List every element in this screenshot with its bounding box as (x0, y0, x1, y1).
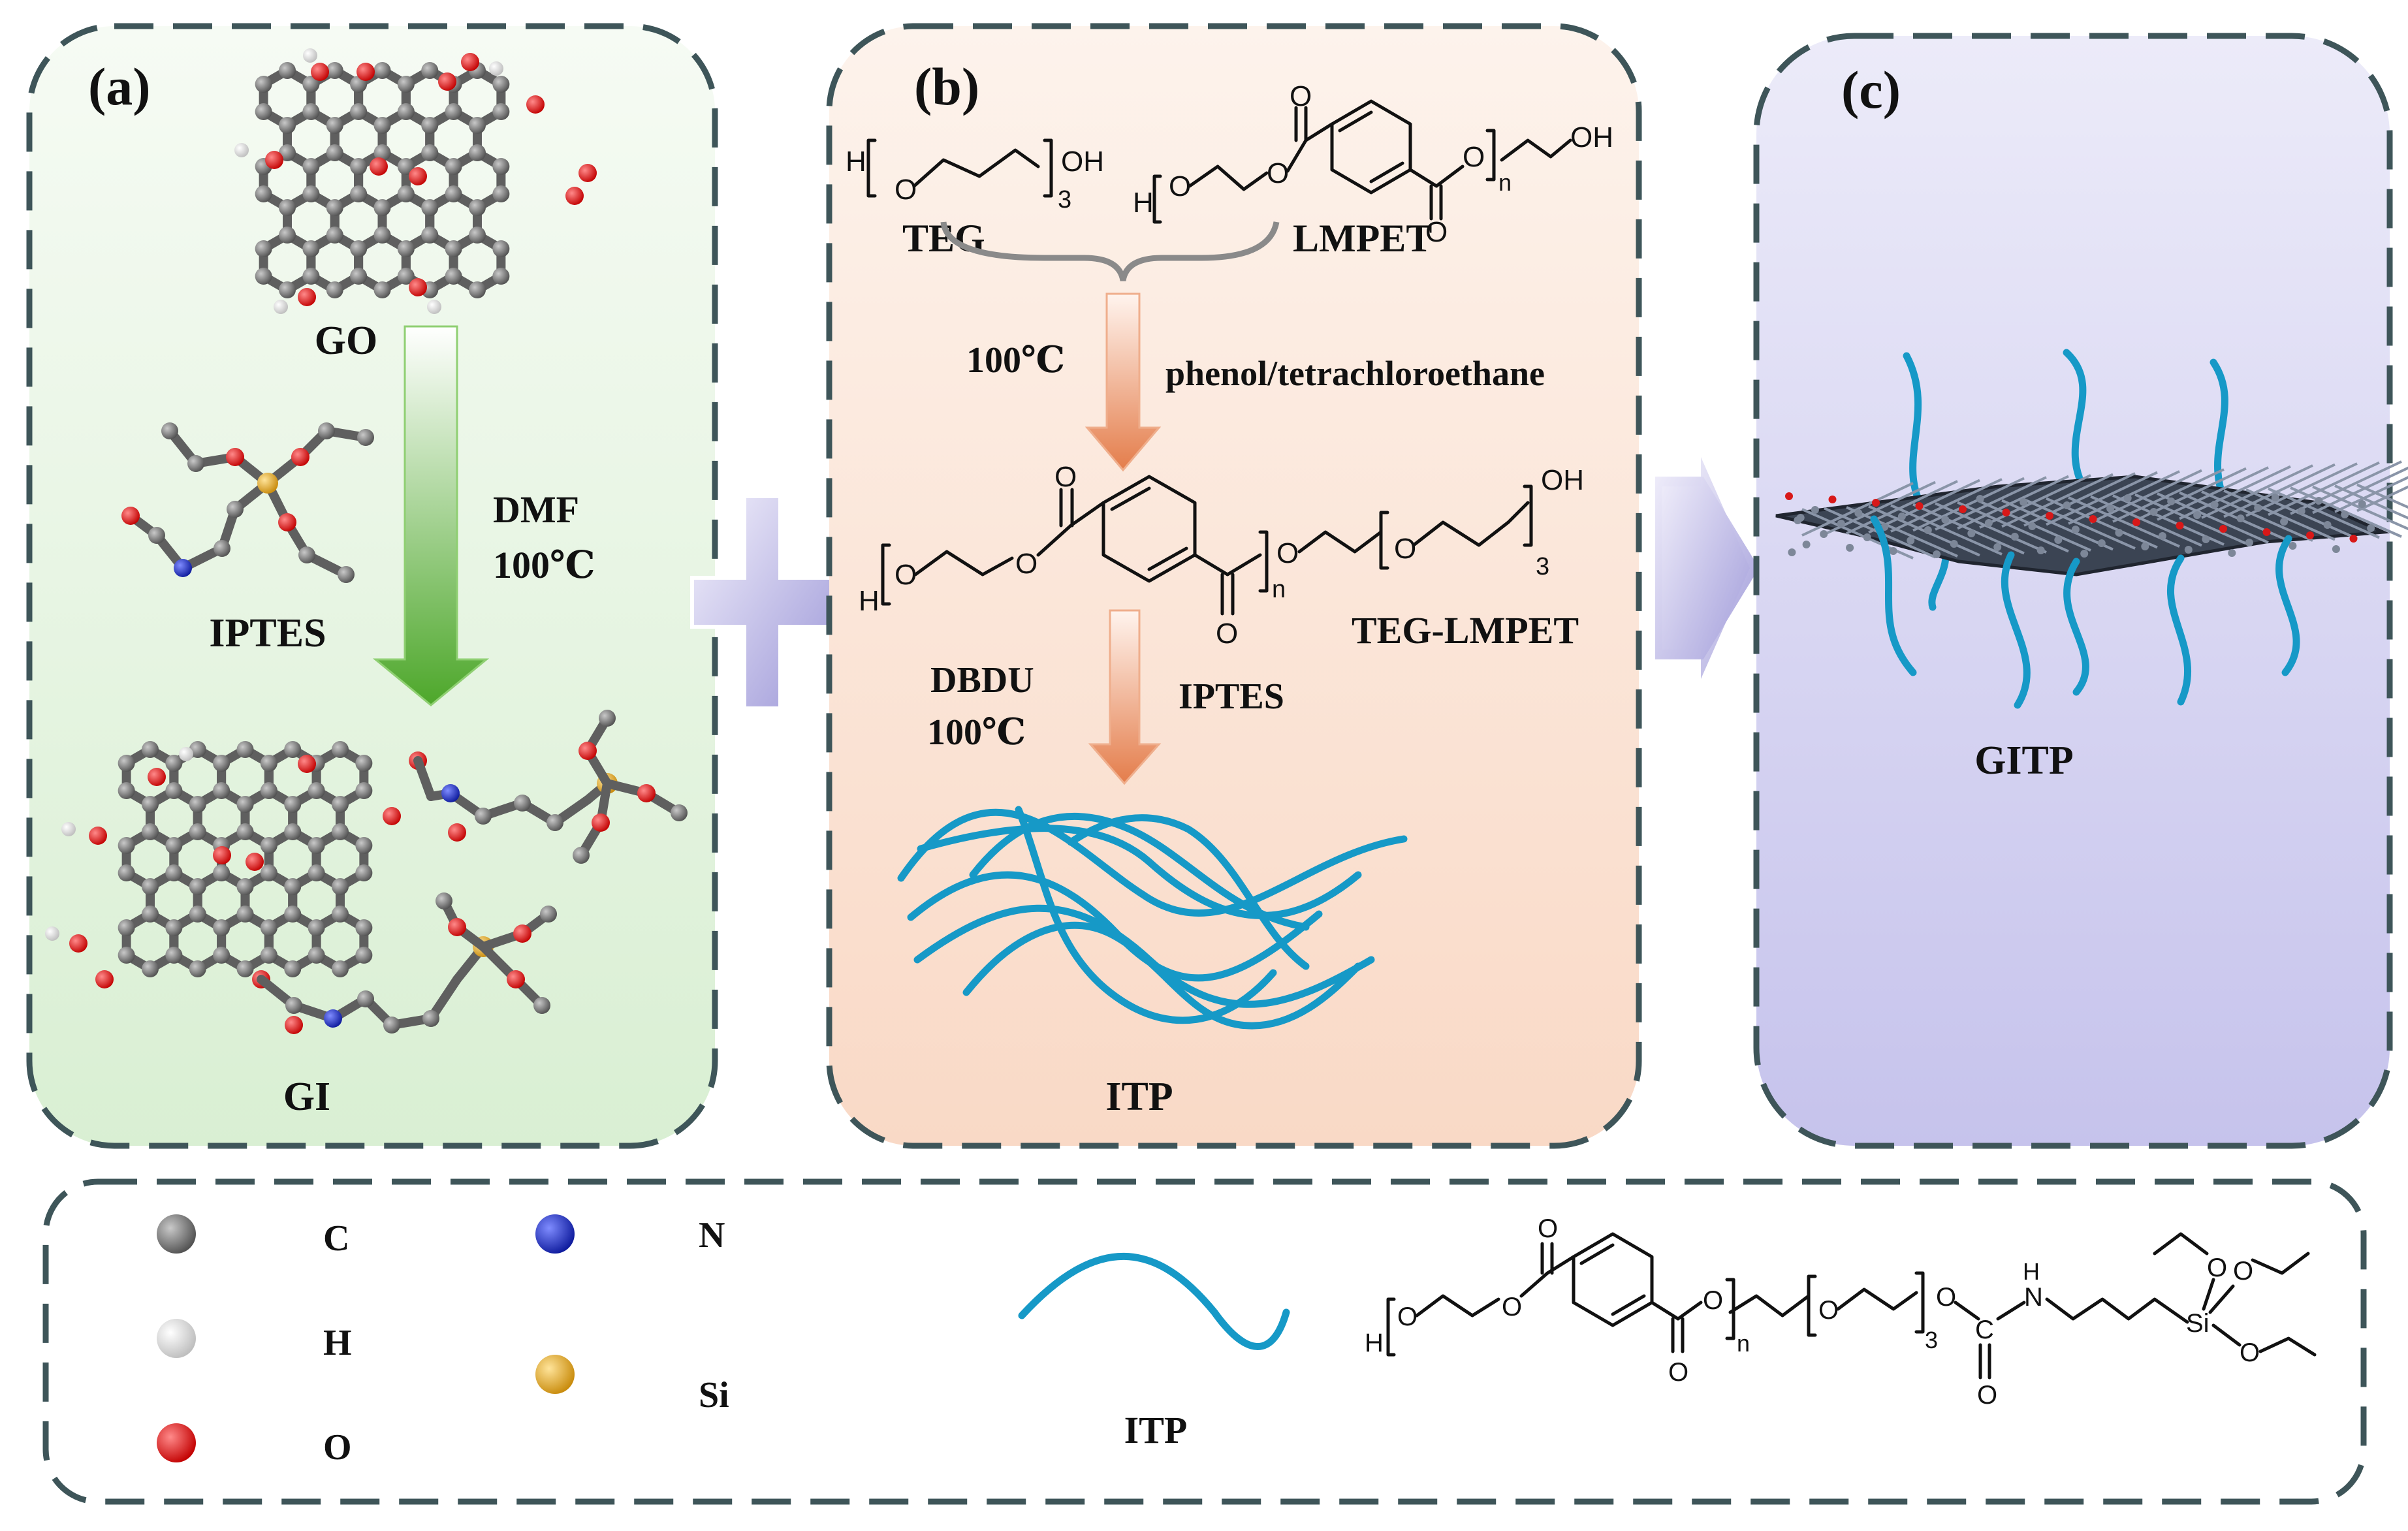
itp-o11: O (2240, 1338, 2260, 1367)
lmpet-oh: OH (1570, 121, 1613, 153)
reactant-brace (940, 221, 1280, 281)
tl-o3: O (1054, 461, 1077, 493)
teg-lmpet-structure: H O O O O n O O 3 OH (859, 461, 1584, 650)
panel-c-tag: (c) (1841, 60, 1901, 119)
carbon-atom-icon (157, 1214, 196, 1254)
teg-o: O (895, 174, 917, 206)
itp-wave-icon (1018, 1252, 1290, 1350)
itp-o4: O (1668, 1358, 1688, 1387)
catalyst-temperature: 100℃ (927, 712, 1026, 753)
down-arrow-icon (1085, 292, 1162, 472)
itp-o2: O (1502, 1293, 1522, 1321)
tl-oh: OH (1541, 464, 1584, 496)
tl-o2: O (1015, 548, 1038, 580)
lmpet-label: LMPET (1293, 217, 1432, 260)
go-molecule (234, 48, 597, 314)
legend: C H O N Si ITP H O O (42, 1178, 2367, 1505)
tl-subscript-n: n (1272, 576, 1286, 603)
itp-n: N (2024, 1283, 2043, 1312)
lmpet-h: H (1133, 187, 1154, 219)
lmpet-o2: O (1267, 157, 1289, 189)
itp-si: Si (2186, 1309, 2210, 1338)
itp-subscript-3: 3 (1925, 1327, 1938, 1353)
teg-subscript: 3 (1058, 186, 1071, 213)
itp-network (897, 806, 1408, 1030)
down-arrow-icon (1088, 609, 1162, 785)
legend-label-n: N (699, 1215, 725, 1255)
panel-a-tag: (a) (88, 57, 151, 116)
lmpet-o3: O (1290, 80, 1312, 112)
legend-item-si: Si (535, 1355, 729, 1415)
itp-o10: O (2233, 1257, 2253, 1286)
gi-molecule (45, 710, 688, 1034)
down-arrow-icon (372, 325, 490, 706)
lmpet-structure: H O O O O O n OH (1133, 80, 1613, 248)
panel-c: (c) GITP (1753, 33, 2408, 1149)
itp-c: C (1975, 1316, 1994, 1344)
teg-lmpet-label: TEG-LMPET (1352, 609, 1579, 652)
teg-oh: OH (1061, 146, 1104, 178)
legend-item-c: C (157, 1214, 349, 1259)
oxygen-atom-icon (157, 1423, 196, 1462)
tl-o6: O (1394, 533, 1416, 565)
legend-itp-label: ITP (1124, 1409, 1188, 1451)
itp-o3: O (1538, 1214, 1558, 1243)
gi-label: GI (283, 1075, 330, 1119)
reaction-solvent: phenol/tetrachloroethane (1165, 354, 1545, 393)
panel-c-frame (1753, 33, 2393, 1149)
nitrogen-atom-icon (535, 1214, 575, 1254)
itp-o7: O (1936, 1283, 1956, 1312)
legend-item-o: O (157, 1423, 352, 1468)
panel-a-frame (26, 23, 718, 1149)
itp-structure: H O O O O O n O 3 O (1365, 1214, 2317, 1410)
reaction-temperature: 100℃ (966, 340, 1065, 381)
itp-o6: O (1818, 1296, 1839, 1325)
silicon-atom-icon (535, 1355, 575, 1394)
tl-subscript-3: 3 (1536, 553, 1549, 580)
legend-frame (42, 1178, 2367, 1505)
legend-item-h: H (157, 1319, 352, 1363)
panel-b-tag: (b) (914, 57, 979, 116)
lmpet-subscript-n: n (1498, 169, 1512, 196)
legend-item-itp: ITP (1018, 1252, 1290, 1451)
tl-o5: O (1276, 537, 1299, 569)
teg-h: H (846, 146, 866, 178)
itp-h: H (1365, 1329, 1384, 1357)
right-arrow-icon (1649, 448, 1767, 688)
catalyst-label: DBDU (930, 660, 1034, 701)
legend-item-n: N (535, 1214, 725, 1255)
go-label: GO (315, 319, 377, 363)
hydrogen-atom-icon (157, 1319, 196, 1358)
reagent-label: IPTES (1179, 676, 1284, 717)
legend-label-h: H (323, 1323, 352, 1363)
lmpet-o4: O (1425, 216, 1448, 248)
itp-o1: O (1397, 1302, 1418, 1331)
lmpet-o1: O (1169, 170, 1191, 202)
itp-o8: O (1977, 1381, 1997, 1410)
tl-h: H (859, 585, 879, 617)
itp-o5: O (1703, 1286, 1723, 1315)
panel-b: (b) H O 3 OH TEG H O O O (826, 23, 1642, 1149)
legend-label-si: Si (699, 1375, 729, 1415)
itp-nh-h: H (2023, 1258, 2040, 1285)
tl-o1: O (895, 559, 917, 591)
lmpet-o5: O (1463, 141, 1485, 173)
iptes-label: IPTES (209, 611, 326, 655)
tl-o4: O (1216, 618, 1238, 650)
panel-a: (a) GO IPTES DMF 100℃ GI (26, 23, 718, 1149)
itp-label: ITP (1105, 1075, 1173, 1119)
plus-icon (690, 494, 834, 710)
iptes-molecule (121, 422, 374, 583)
condition-solvent: DMF (493, 488, 579, 531)
teg-structure: H O 3 OH (846, 138, 1104, 213)
gitp-label: GITP (1974, 738, 2074, 783)
itp-o9: O (2207, 1254, 2227, 1282)
graphene-sheet (1775, 349, 2408, 709)
legend-label-c: C (323, 1218, 349, 1259)
condition-temperature: 100℃ (493, 544, 595, 586)
itp-subscript-n: n (1737, 1330, 1750, 1357)
legend-label-o: O (323, 1427, 352, 1468)
